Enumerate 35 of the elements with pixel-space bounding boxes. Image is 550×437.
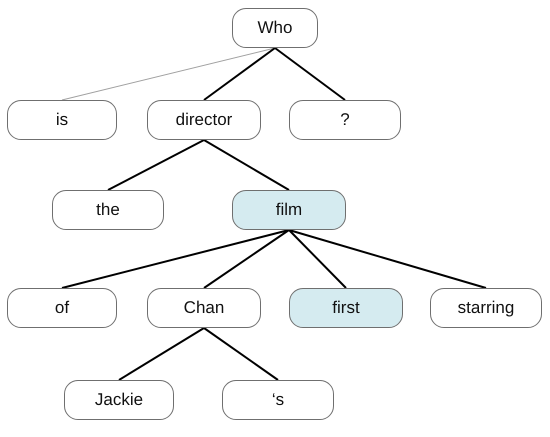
- word-node: [7, 100, 117, 140]
- node-label: the: [96, 200, 120, 220]
- node-label: is: [56, 110, 68, 130]
- tree-line: [274, 47, 346, 101]
- tree-line: [288, 229, 486, 289]
- tree-line: [108, 139, 204, 191]
- word-node: [289, 100, 401, 140]
- tree-line: [62, 48, 276, 100]
- tree-line: [203, 229, 290, 289]
- word-node: [64, 380, 174, 420]
- node-label: starring: [458, 298, 514, 318]
- tree-line: [118, 327, 205, 381]
- word-node: [52, 190, 164, 230]
- word-node: [147, 100, 261, 140]
- word-node: [232, 190, 346, 230]
- node-label: Jackie: [94, 390, 144, 410]
- tree-line: [203, 327, 279, 381]
- word-node: [7, 288, 117, 328]
- tree-line: [62, 229, 290, 289]
- word-node: [147, 288, 261, 328]
- node-label: Chan: [184, 298, 224, 318]
- tree-line: [203, 47, 276, 101]
- node-label: of: [54, 298, 70, 318]
- node-label: film: [276, 200, 302, 220]
- word-node: [222, 380, 334, 420]
- node-label: Who: [258, 18, 292, 38]
- node-label: ?: [340, 110, 350, 130]
- word-node: [232, 8, 318, 48]
- tree-line: [204, 139, 290, 191]
- word-node: [430, 288, 542, 328]
- node-label: ‘s: [272, 390, 284, 410]
- node-label: first: [332, 298, 360, 318]
- word-node: [289, 288, 403, 328]
- node-label: director: [176, 110, 232, 130]
- tree-line: [288, 229, 347, 289]
